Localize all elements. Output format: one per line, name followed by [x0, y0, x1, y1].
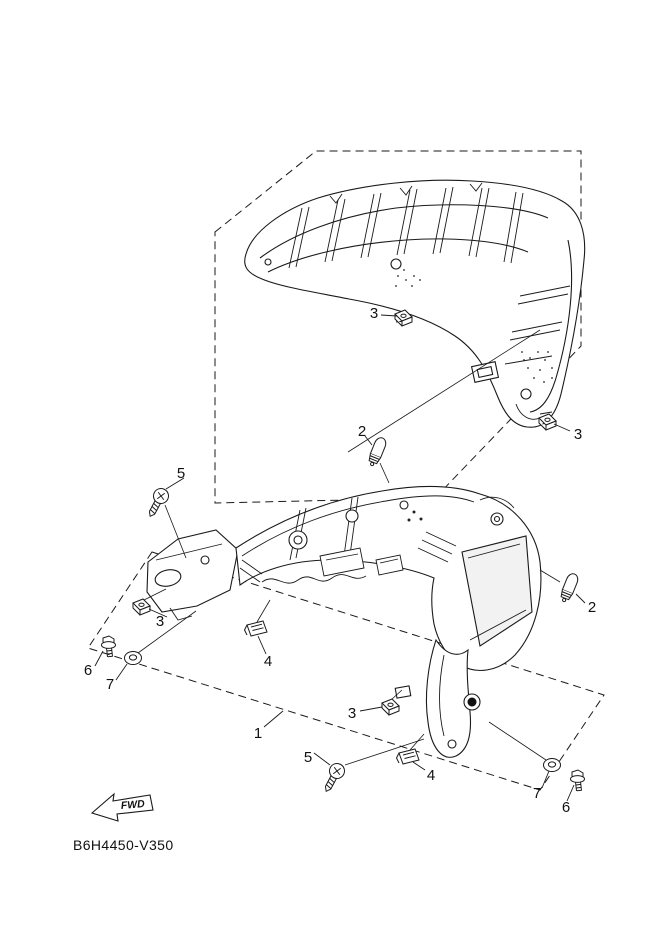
screw-5-lower: [319, 760, 348, 796]
callout-4-lower: 4: [427, 767, 435, 784]
bolt-6-left: [101, 635, 116, 658]
tail-cover-side-ribs: [504, 285, 571, 365]
hatch-lines: [417, 531, 457, 563]
plate-slot: [154, 569, 182, 587]
clip-3-lower: [381, 698, 400, 716]
tail-cover-hole: [390, 258, 402, 270]
tail-cover-inner-rim: [259, 204, 549, 259]
plate-hole: [200, 555, 210, 565]
part-code: B6H4450-V350: [73, 837, 174, 853]
callout-3-lower: 3: [348, 705, 356, 722]
callout-3-cover-right: 3: [574, 426, 582, 443]
bulb-2-upper: [365, 435, 389, 469]
socket-2: [345, 509, 359, 523]
bulb-socket-outer: [288, 530, 308, 550]
callout-6-right: 6: [562, 799, 570, 816]
tail-cover-hole-right: [520, 388, 532, 400]
callout-3-cover-left: 3: [370, 305, 378, 322]
bottom-foot: [425, 638, 472, 758]
bulb-socket-inner: [293, 535, 303, 545]
leader-lines: [94, 314, 586, 802]
callout-4-mid: 4: [264, 653, 272, 670]
tail-cover-outline: [244, 179, 586, 428]
foot-hole: [447, 739, 457, 749]
callout-2-right: 2: [588, 599, 596, 616]
callout-2-upper: 2: [358, 423, 366, 440]
screw-5-upper: [143, 485, 172, 521]
view-boundary-upper: [214, 150, 582, 504]
callout-7-left: 7: [106, 676, 114, 693]
tail-cover-drawing: [244, 179, 586, 428]
fwd-direction-arrow: FWD: [90, 792, 154, 822]
tail-cover-right-rim: [529, 239, 573, 413]
bulb-2-right: [557, 571, 581, 605]
frame-inner-rail: [241, 495, 475, 557]
left-mount-plate: [146, 529, 239, 613]
pod-socket-outer: [490, 512, 504, 526]
callout-3-plate: 3: [156, 613, 164, 630]
clip-4-lower: [396, 748, 420, 765]
foot-inner-line: [439, 654, 445, 737]
tail-cover-inner-rim-2: [267, 238, 529, 273]
clip-tab-lower: [394, 685, 412, 699]
callout-5-lower: 5: [304, 749, 312, 766]
tail-cover-edge-notches: [329, 182, 483, 204]
fwd-arrow-label: FWD: [120, 798, 145, 812]
fwd-arrow-shape: [90, 792, 154, 822]
frame-dots: [407, 510, 423, 522]
lens-panel: [461, 535, 533, 647]
taillight-assembly-drawing: [146, 485, 542, 758]
connector-block-1-pin: [325, 553, 359, 561]
callout-labels: 3 3 2 5 2 3 6 7 4 3 1 5 4 7 6: [84, 305, 596, 816]
lens-panel-lines: [467, 543, 527, 641]
tail-cover-latch-pocket: [470, 361, 500, 383]
callout-7-right: 7: [533, 785, 541, 802]
tail-cover-ribs: [288, 186, 524, 269]
connector-block-2-pin: [379, 558, 399, 564]
tail-cover-corner-arc: [515, 403, 541, 420]
wire-harness: [261, 574, 367, 584]
tail-cover-hole-small: [264, 258, 272, 266]
callout-1-assembly: 1: [254, 725, 262, 742]
callout-5-upper: 5: [177, 465, 185, 482]
socket-3: [399, 500, 409, 510]
clip-4-mid: [244, 620, 268, 637]
projection-line: [347, 329, 541, 453]
grommet-7-right: [543, 758, 561, 772]
connector-block-2: [375, 554, 404, 576]
foot-screw-dark: [467, 697, 477, 707]
callout-6-left: 6: [84, 662, 92, 679]
grommet-7-left: [124, 651, 142, 665]
pod-socket-inner: [493, 515, 501, 523]
tail-cover-stipple: [395, 269, 553, 383]
clip-3-plate: [132, 598, 151, 616]
connection-lines: [137, 462, 561, 766]
pod-top-detail: [479, 496, 515, 509]
